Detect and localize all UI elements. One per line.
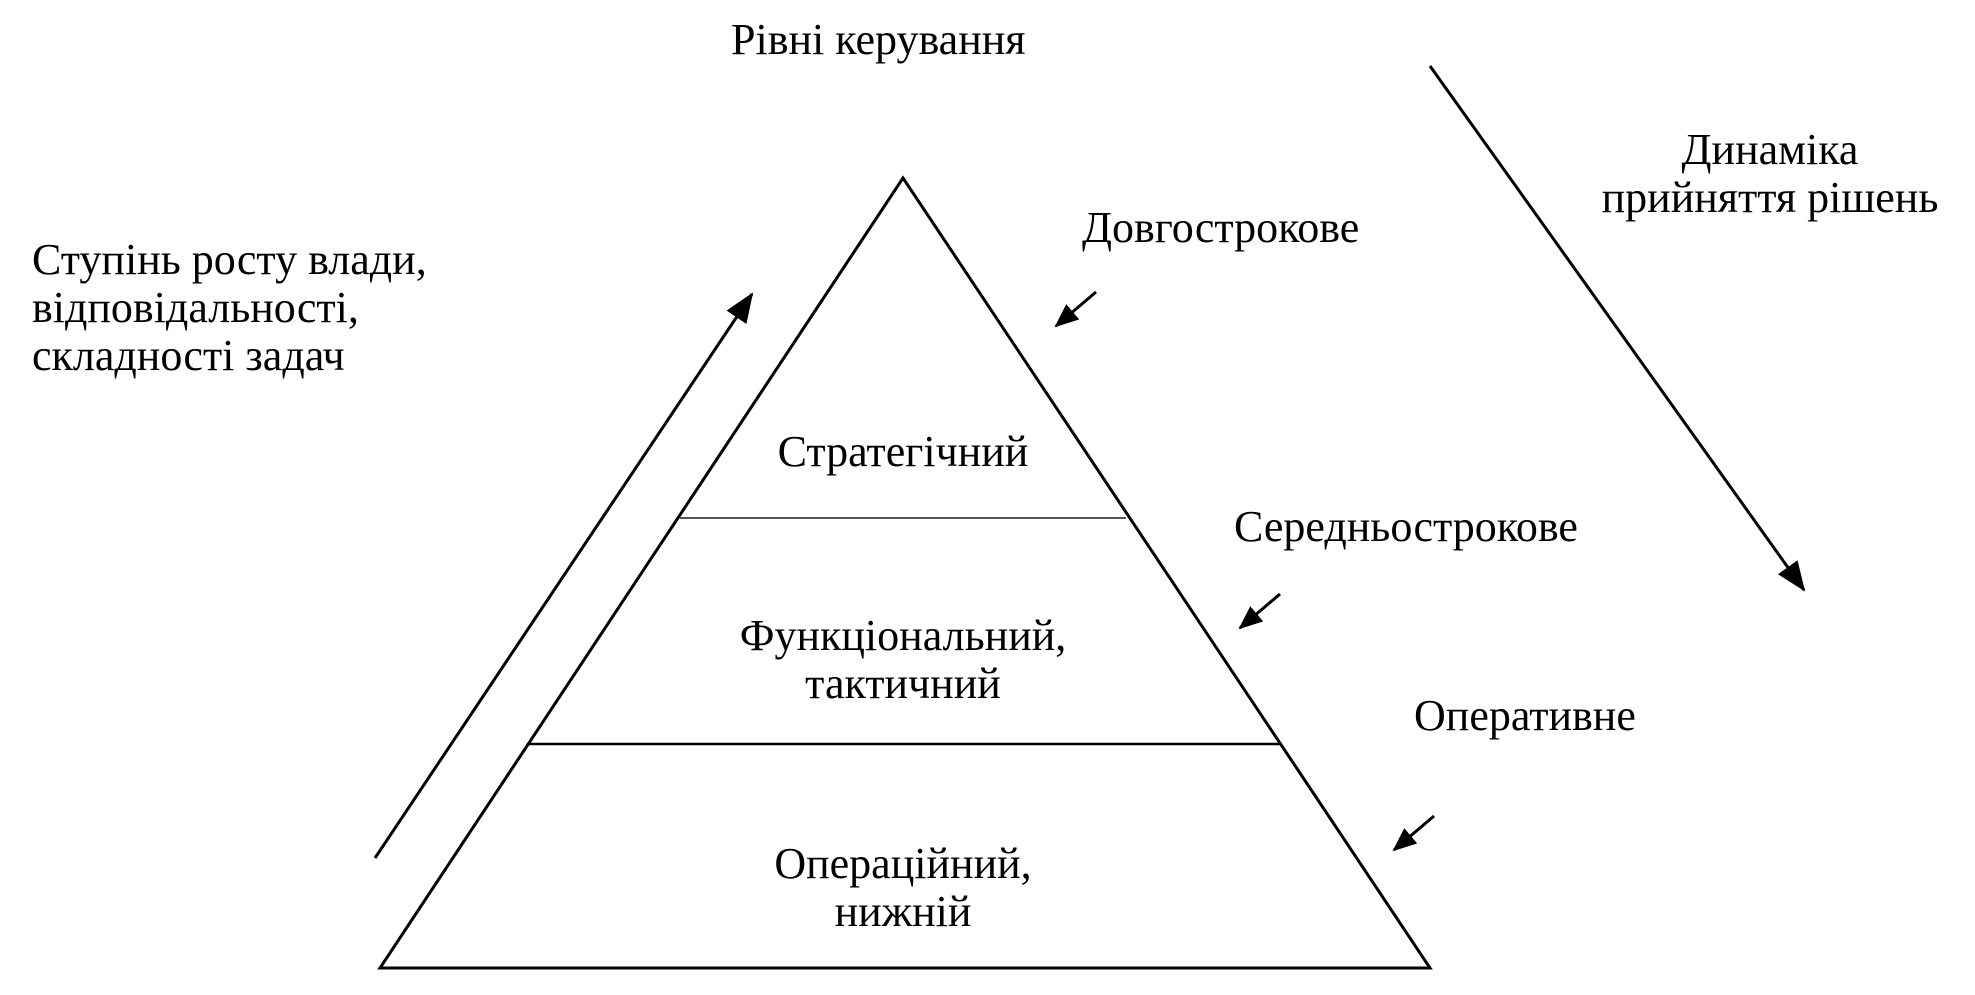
horizon-arrow-operative [1392, 814, 1435, 852]
level-label-line: тактичний [805, 659, 1001, 708]
horizon-long-term: Довгострокове [1082, 203, 1360, 252]
level-label-line: нижній [834, 887, 972, 936]
horizon-operative: Оперативне [1414, 691, 1636, 740]
level-operational: Операційний, нижній [703, 840, 1103, 936]
right-caption-line: прийняття рішень [1601, 173, 1939, 222]
decision-dynamics-arrow [1428, 65, 1806, 592]
diagram-title: Рівні керування [731, 15, 1026, 64]
right-caption-line: Динаміка [1681, 125, 1859, 174]
level-label-line: Операційний, [774, 839, 1032, 888]
horizon-mid-term: Середньострокове [1234, 502, 1578, 551]
pyramid-outline [377, 175, 1433, 970]
level-label-line: Стратегічний [777, 427, 1029, 476]
growth-arrow [373, 292, 754, 859]
left-caption-line: відповідальності, [32, 283, 359, 332]
left-caption-line: Ступінь росту влади, [32, 235, 427, 284]
left-caption-line: складності задач [32, 331, 345, 380]
left-caption: Ступінь росту влади, відповідальності, с… [32, 236, 427, 380]
level-functional: Функціональний, тактичний [703, 612, 1103, 708]
level-label-line: Функціональний, [739, 611, 1067, 660]
right-caption: Динаміка прийняття рішень [1570, 126, 1970, 222]
level-strategic: Стратегічний [703, 428, 1103, 476]
horizon-arrow-mid-term [1238, 592, 1281, 630]
horizon-arrow-long-term [1054, 290, 1097, 328]
